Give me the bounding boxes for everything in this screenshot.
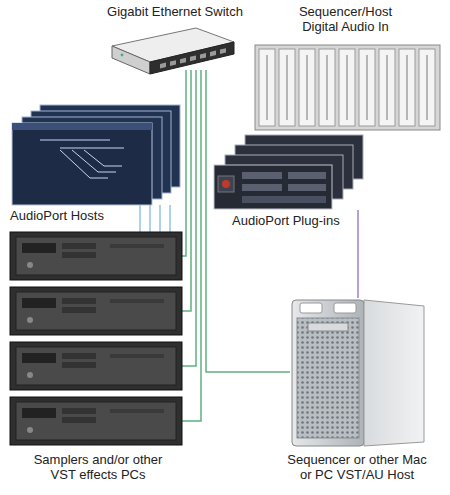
device-label: AudioPort Hosts bbox=[10, 208, 150, 223]
device-label: Sequencer or other Mac or PC VST/AU Host bbox=[282, 452, 432, 482]
network-cable bbox=[182, 70, 201, 421]
host-windows-illustration bbox=[12, 105, 180, 205]
host-computer-node: Sequencer or other Mac or PC VST/AU Host bbox=[290, 298, 425, 448]
switch-illustration bbox=[112, 28, 234, 74]
device-label: Gigabit Ethernet Switch bbox=[90, 4, 260, 19]
switch-node: Gigabit Ethernet Switch bbox=[110, 26, 234, 76]
plugin-node: AudioPort Plug-ins bbox=[212, 135, 365, 210]
mixer-rack-illustration bbox=[255, 45, 440, 130]
device-label: Sequencer/Host Digital Audio In bbox=[288, 4, 403, 34]
tower-computer-illustration bbox=[292, 300, 424, 446]
plugin-windows-illustration bbox=[214, 135, 363, 209]
pc-group-node: Samplers and/or other VST effects PCs bbox=[10, 232, 182, 448]
audio-input-node: Sequencer/Host Digital Audio In bbox=[255, 45, 440, 130]
device-label: Samplers and/or other VST effects PCs bbox=[23, 452, 173, 482]
network-cable bbox=[357, 210, 359, 298]
host-node: AudioPort Hosts bbox=[10, 105, 182, 205]
rack-pc-illustration bbox=[10, 232, 182, 445]
network-cable bbox=[140, 205, 170, 232]
device-label: AudioPort Plug-ins bbox=[232, 213, 352, 228]
